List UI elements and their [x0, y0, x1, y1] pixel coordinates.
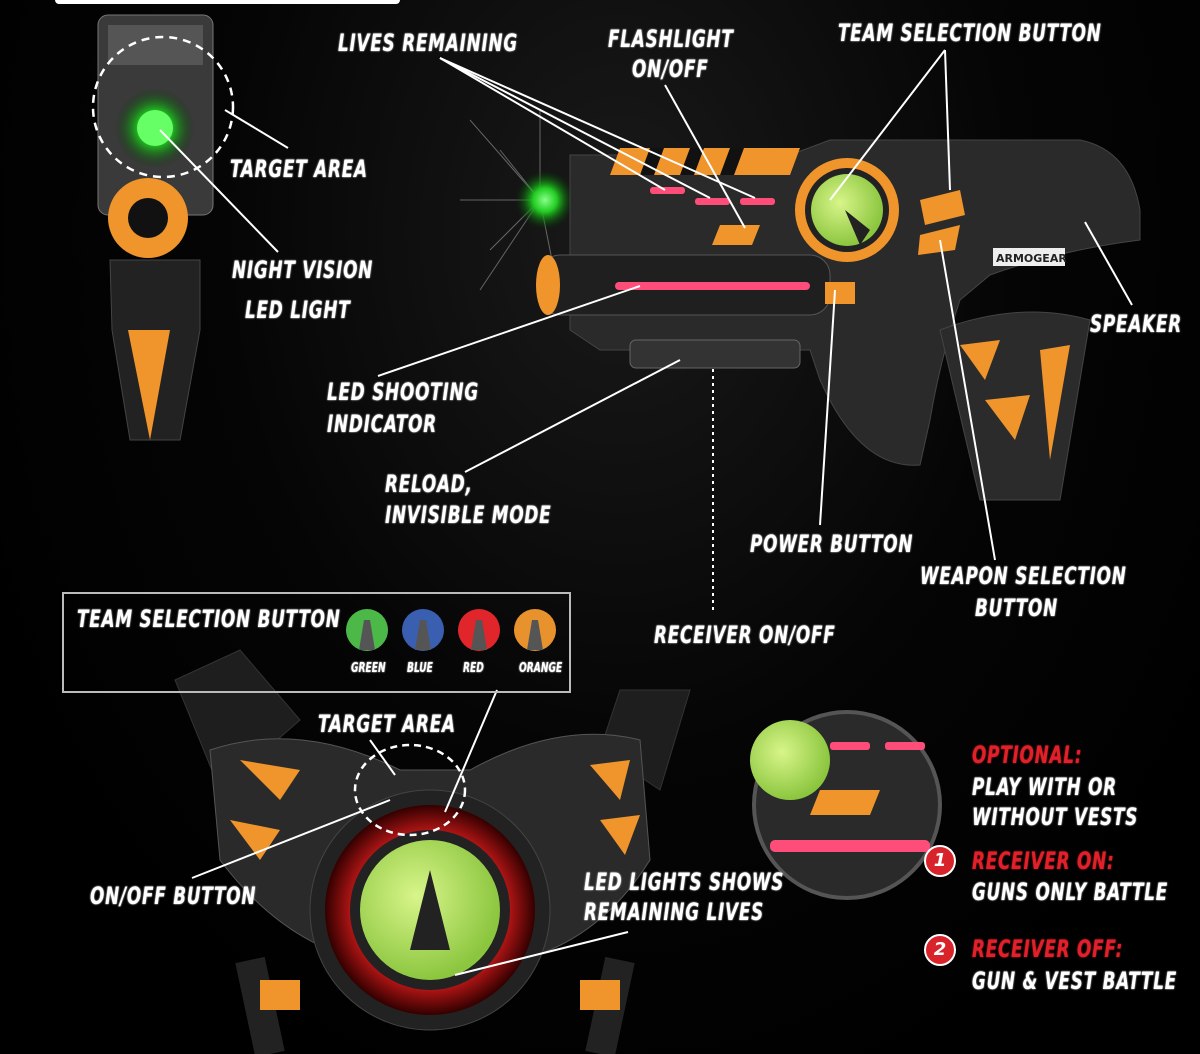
- mode-2-text: GUN & VEST BATTLE: [972, 967, 1178, 995]
- flashlight-glow: [515, 170, 575, 230]
- mode-1-title: RECEIVER ON:: [972, 847, 1115, 875]
- label-night-vision-1: NIGHT VISION: [232, 256, 374, 284]
- label-lives-remaining: LIVES REMAINING: [338, 29, 519, 57]
- optional-title: OPTIONAL:: [972, 741, 1083, 769]
- label-weapon-selection-1: WEAPON SELECTION: [920, 562, 1127, 590]
- team-legend: [62, 592, 571, 693]
- label-target-area-front: TARGET AREA: [230, 155, 368, 183]
- team-knob-icon: [359, 620, 375, 650]
- vest: [174, 649, 691, 1054]
- team-knob-icon: [415, 620, 431, 650]
- label-led-shooting-1: LED SHOOTING: [327, 378, 479, 406]
- team-label-blue: BLUE: [407, 661, 433, 676]
- header-bar: [55, 0, 400, 4]
- team-knob-icon: [527, 620, 543, 650]
- team-label-orange: ORANGE: [519, 661, 563, 676]
- label-led-lights-2: REMAINING LIVES: [584, 898, 765, 926]
- label-power-button: POWER BUTTON: [750, 530, 914, 558]
- optional-text-2: WITHOUT VESTS: [972, 803, 1139, 831]
- team-label-green: GREEN: [351, 661, 386, 676]
- team-label-red: RED: [463, 661, 484, 676]
- label-flashlight-1: FLASHLIGHT: [608, 25, 734, 53]
- mode-2-title: RECEIVER OFF:: [972, 935, 1124, 963]
- mode-1-text: GUNS ONLY BATTLE: [972, 878, 1169, 906]
- label-target-area-vest: TARGET AREA: [318, 710, 456, 738]
- legend-title: TEAM SELECTION BUTTON: [77, 605, 341, 633]
- leader-lines: [159, 49, 1133, 976]
- label-flashlight-2: ON/OFF: [632, 55, 709, 83]
- label-led-shooting-2: INDICATOR: [327, 410, 438, 438]
- brand-logo: ARMOGEAR: [996, 252, 1067, 265]
- laser-gun: [536, 139, 1141, 501]
- label-night-vision-2: LED LIGHT: [245, 296, 351, 324]
- team-color-icons: [346, 609, 556, 651]
- label-weapon-selection-2: BUTTON: [975, 594, 1059, 622]
- team-knob-icon: [471, 620, 487, 650]
- label-reload-2: INVISIBLE MODE: [385, 501, 552, 529]
- label-receiver: RECEIVER ON/OFF: [654, 621, 836, 649]
- mode-2-badge: 2: [924, 934, 956, 966]
- receiver-inset: [750, 710, 942, 900]
- label-on-off-button: ON/OFF BUTTON: [90, 882, 257, 910]
- label-team-selection-gun: TEAM SELECTION BUTTON: [838, 19, 1102, 47]
- front-view-gun: [91, 14, 235, 441]
- label-speaker: SPEAKER: [1090, 310, 1183, 338]
- label-reload-1: RELOAD,: [385, 470, 473, 498]
- mode-1-badge: 1: [924, 845, 956, 877]
- label-led-lights-1: LED LIGHTS SHOWS: [584, 868, 785, 896]
- optional-text-1: PLAY WITH OR: [972, 773, 1117, 801]
